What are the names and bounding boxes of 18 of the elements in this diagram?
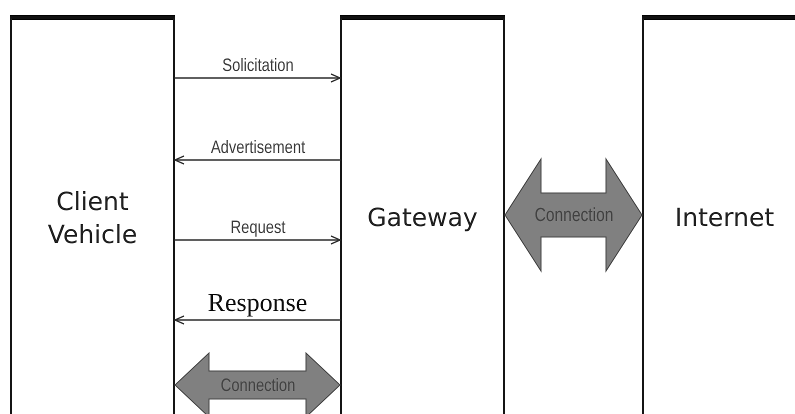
entity-label: Gateway: [366, 202, 479, 234]
edge-label: Connection: [220, 376, 295, 394]
edge-label: Connection: [534, 206, 613, 224]
double-block-arrow: [504, 157, 643, 273]
edge-label: Advertisement: [210, 138, 305, 156]
edge-label: Solicitation: [222, 56, 294, 74]
entity-label: Internet: [674, 202, 776, 234]
message-arrow: [174, 155, 340, 165]
message-arrow: [175, 235, 341, 245]
edge-label: Request: [230, 218, 285, 236]
entity-box: [10, 15, 175, 414]
edge-label: Response: [208, 290, 308, 316]
double-block-arrow: [174, 352, 341, 414]
entity-box: [642, 15, 795, 414]
entity-box: [340, 15, 505, 414]
message-arrow: [174, 315, 340, 325]
entity-label: Client Vehicle: [46, 186, 138, 250]
message-arrow: [175, 73, 341, 83]
